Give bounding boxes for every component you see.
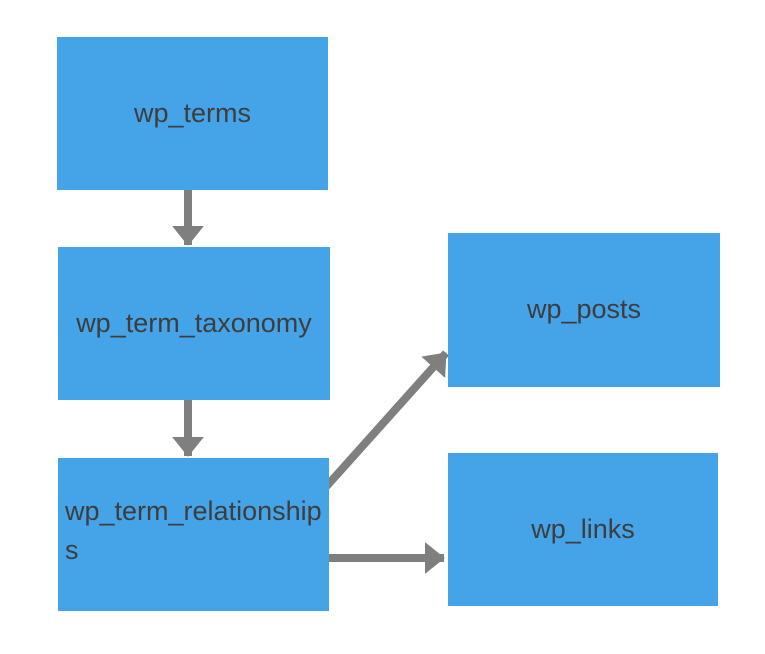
node-wp-term-taxonomy[interactable]: wp_term_taxonomy <box>58 247 330 400</box>
node-wp-links[interactable]: wp_links <box>448 453 718 606</box>
node-wp-terms[interactable]: wp_terms <box>57 37 328 190</box>
node-wp-term-relationships[interactable]: wp_term_relationships <box>58 458 329 611</box>
node-wp-posts[interactable]: wp_posts <box>448 233 720 387</box>
node-wp-posts-label: wp_posts <box>526 294 642 325</box>
node-wp-term-relationships-label: wp_term_relationships <box>65 496 322 566</box>
node-wp-term-taxonomy-label: wp_term_taxonomy <box>76 307 312 338</box>
node-wp-terms-label: wp_terms <box>133 97 252 128</box>
arrow-wp-term-relationships-to-wp-posts <box>322 350 449 491</box>
node-wp-links-label: wp_links <box>531 513 635 544</box>
